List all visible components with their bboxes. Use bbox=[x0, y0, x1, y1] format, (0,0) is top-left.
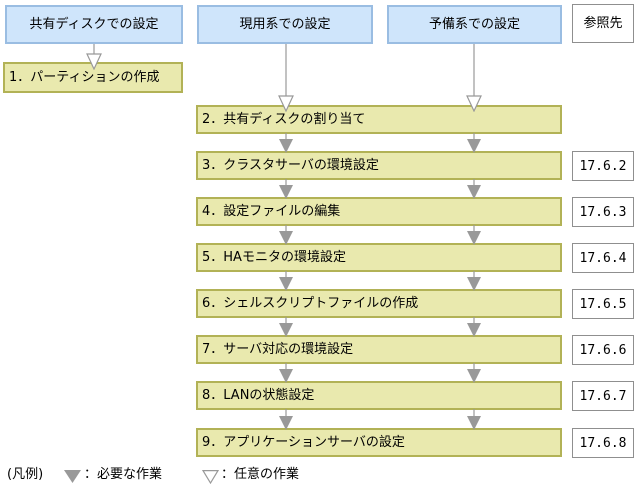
filled-down-arrow-icon bbox=[279, 179, 293, 199]
filled-down-arrow-icon bbox=[279, 225, 293, 245]
filled-down-arrow-icon bbox=[64, 470, 81, 483]
legend-required-label: ：必要な作業 bbox=[84, 467, 163, 482]
ref-box-step-3: 17.6.2 bbox=[572, 151, 634, 181]
step-9-box: 9．アプリケーションサーバの設定 bbox=[196, 428, 562, 457]
filled-down-arrow-icon bbox=[467, 409, 481, 430]
ref-box-step-5: 17.6.4 bbox=[572, 243, 634, 273]
ref-box-step-8: 17.6.7 bbox=[572, 381, 634, 411]
header-active-system-box: 現用系での設定 bbox=[197, 5, 373, 44]
legend-optional-label: ：任意の作業 bbox=[221, 467, 300, 482]
filled-down-arrow-icon bbox=[279, 363, 293, 383]
filled-down-arrow-icon bbox=[279, 409, 293, 430]
filled-down-arrow-icon bbox=[467, 225, 481, 245]
filled-down-arrow-icon bbox=[467, 179, 481, 199]
ref-box-step-9: 17.6.8 bbox=[572, 428, 634, 458]
filled-down-arrow-icon bbox=[467, 133, 481, 153]
header-shared-disk-box: 共有ディスクでの設定 bbox=[5, 5, 183, 44]
hollow-down-arrow-icon bbox=[466, 44, 482, 112]
filled-down-arrow-icon bbox=[279, 133, 293, 153]
step-6-box: 6．シェルスクリプトファイルの作成 bbox=[196, 289, 562, 318]
step-3-box: 3．クラスタサーバの環境設定 bbox=[196, 151, 562, 180]
filled-down-arrow-icon bbox=[467, 317, 481, 337]
ref-box-step-4: 17.6.3 bbox=[572, 197, 634, 227]
step-8-box: 8．LANの状態設定 bbox=[196, 381, 562, 410]
step-4-box: 4．設定ファイルの編集 bbox=[196, 197, 562, 226]
step-5-box: 5．HAモニタの環境設定 bbox=[196, 243, 562, 272]
filled-down-arrow-icon bbox=[467, 271, 481, 291]
filled-down-arrow-icon bbox=[467, 363, 481, 383]
hollow-down-arrow-icon bbox=[278, 44, 294, 112]
legend-title: (凡例) bbox=[7, 467, 44, 482]
hollow-down-arrow-icon bbox=[86, 44, 102, 70]
reference-column-header: 参照先 bbox=[572, 4, 634, 43]
ref-box-step-7: 17.6.6 bbox=[572, 335, 634, 365]
ref-box-step-6: 17.6.5 bbox=[572, 289, 634, 319]
step-2-box: 2．共有ディスクの割り当て bbox=[196, 105, 562, 134]
header-standby-system-box: 予備系での設定 bbox=[387, 5, 562, 44]
step-7-box: 7．サーバ対応の環境設定 bbox=[196, 335, 562, 364]
hollow-down-arrow-icon bbox=[202, 470, 219, 484]
filled-down-arrow-icon bbox=[279, 271, 293, 291]
filled-down-arrow-icon bbox=[279, 317, 293, 337]
